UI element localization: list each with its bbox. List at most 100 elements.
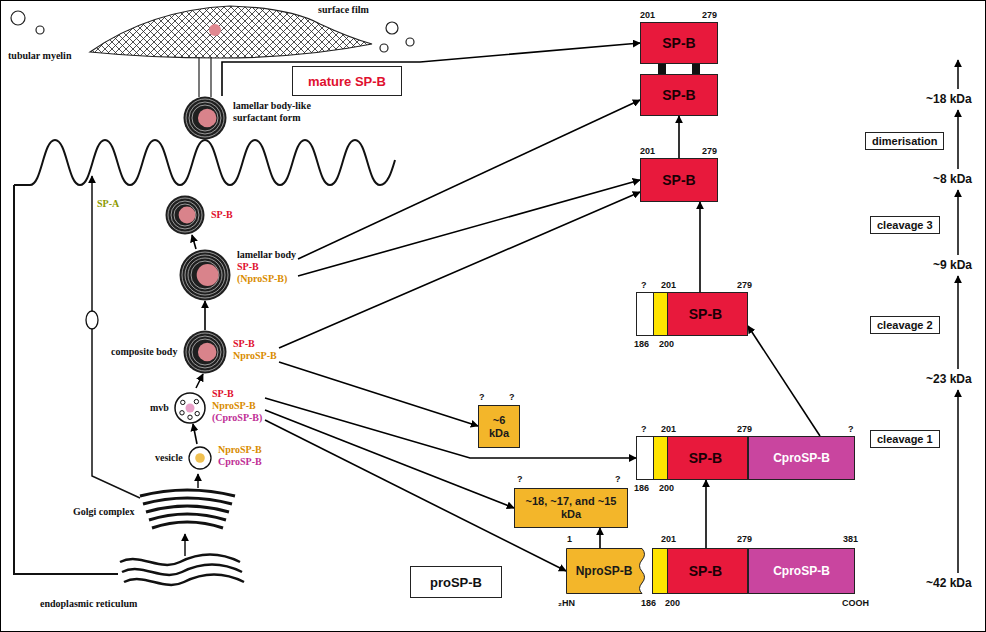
peptide-box: SP-B xyxy=(640,74,718,116)
residue-number: 200 xyxy=(659,339,674,350)
transport-arrow xyxy=(184,534,186,556)
organelle-label: vesicle xyxy=(155,452,183,464)
residue-number: 186 xyxy=(634,483,649,494)
propeptide-segment: NproSP-B xyxy=(566,548,648,594)
myelin-spot xyxy=(209,24,221,36)
residue-number: 201 xyxy=(661,280,676,291)
residue-number: 200 xyxy=(665,598,680,609)
mass-label: ~23 kDa xyxy=(926,372,972,387)
protein-label: SP-A xyxy=(97,198,119,210)
flow-arrow xyxy=(705,480,707,548)
organelle-label: mvb xyxy=(150,402,169,414)
box-label: SP-B xyxy=(662,35,695,51)
step-box: cleavage 2 xyxy=(870,316,940,334)
box-label: SP-B xyxy=(662,87,695,103)
box-label: SP-B xyxy=(662,172,695,188)
organelle-drawing xyxy=(188,446,212,470)
box-label: mature SP-B xyxy=(308,74,386,89)
residue-number: 279 xyxy=(737,280,752,291)
residue-number: 201 xyxy=(661,424,676,435)
terminus-label: COOH xyxy=(842,598,869,609)
box-label: ~6 kDa xyxy=(483,414,515,440)
endoplasmic-reticulum xyxy=(120,555,244,585)
flow-arrow xyxy=(298,180,640,276)
residue-number: ? xyxy=(641,280,647,291)
organelle-node: SP-B xyxy=(165,195,235,235)
residue-number: 1 xyxy=(567,534,572,545)
transport-arrow xyxy=(197,474,199,488)
organelle-label: composite body xyxy=(111,346,177,358)
organelle-label: lamellar body-like surfactant form xyxy=(233,100,337,124)
propeptide-segment: CproSP-B xyxy=(748,436,855,480)
protein-label: NproSP-B xyxy=(233,350,277,362)
structure-label: surface film xyxy=(318,4,369,16)
residue-number: 186 xyxy=(641,598,656,609)
secretion-neck xyxy=(199,57,211,97)
box-label: CproSP-B xyxy=(773,451,830,465)
box-label: NproSP-B xyxy=(576,564,633,578)
label-column: NproSP-BCproSP-B xyxy=(218,444,262,468)
flow-arrow xyxy=(196,374,203,388)
protein-label: SP-B xyxy=(212,388,262,400)
organelle-node: composite bodySP-BNproSP-B xyxy=(183,330,279,374)
propeptide-segment: CproSP-B xyxy=(748,548,855,594)
organelle-drawing xyxy=(165,195,205,235)
organelle-label: SP-B xyxy=(211,209,233,221)
flow-arrow xyxy=(192,235,196,249)
organelle-node: vesicleNproSP-BCproSP-B xyxy=(188,444,264,470)
disulfide-bridge xyxy=(658,64,700,74)
sp-a-route xyxy=(92,176,140,498)
residue-number: 279 xyxy=(737,424,752,435)
box-label: CproSP-B xyxy=(773,564,830,578)
organelle-node: lamellar body-like surfactant form xyxy=(183,96,339,140)
protein-label: NproSP-B xyxy=(218,444,262,456)
residue-number: 201 xyxy=(661,534,676,545)
box-label: cleavage 3 xyxy=(877,219,933,231)
peptide-box: SP-B xyxy=(640,158,718,202)
box-label: cleavage 1 xyxy=(877,433,933,445)
box-label: SP-B xyxy=(689,306,722,322)
residue-number: 186 xyxy=(634,339,649,350)
structure-label: Golgi complex xyxy=(73,506,134,518)
box-label: SP-B xyxy=(689,450,722,466)
box-label: dimerisation xyxy=(872,135,937,147)
label-column: lamellar body-like surfactant form xyxy=(233,100,337,124)
residue-number: 200 xyxy=(659,483,674,494)
residue-number: ? xyxy=(641,424,647,435)
golgi-complex xyxy=(140,490,235,528)
flow-arrow xyxy=(699,202,701,292)
flow-arrow xyxy=(279,362,478,426)
mass-label: ~42 kDa xyxy=(926,576,972,591)
mass-label: ~9 kDa xyxy=(933,258,972,273)
flow-arrow xyxy=(193,424,197,444)
residue-number: 201 xyxy=(640,146,655,157)
residue-number: 279 xyxy=(702,10,717,21)
organelle-drawing xyxy=(174,392,206,424)
peptide-segment: SP-B xyxy=(636,292,748,336)
flow-arrow xyxy=(748,326,820,436)
organelle-node: lamellar bodySP-B(NproSP-B) xyxy=(179,249,298,301)
terminus-label: ₂HN xyxy=(558,598,575,609)
step-box: dimerisation xyxy=(865,132,944,150)
fragment-box: ~6 kDa xyxy=(478,405,520,448)
protein-label: NproSP-B xyxy=(212,400,262,412)
sp-a-vesicle xyxy=(86,311,98,329)
residue-number: ? xyxy=(848,424,854,435)
mass-arrow xyxy=(957,60,959,573)
protein-label: (CproSP-B) xyxy=(212,412,262,424)
residue-number: 201 xyxy=(640,10,655,21)
organelle-label: lamellar body xyxy=(237,249,296,261)
flow-arrow xyxy=(298,100,640,259)
protein-label: CproSP-B xyxy=(218,456,262,468)
residue-number: ? xyxy=(479,392,485,403)
organelle-drawing xyxy=(183,330,227,374)
box-label: proSP-B xyxy=(430,575,482,590)
label-column: SP-B xyxy=(211,209,233,221)
peptide-box: SP-B xyxy=(640,22,718,64)
label-column: lamellar bodySP-B(NproSP-B) xyxy=(237,249,296,285)
protein-label: SP-B xyxy=(233,338,277,350)
organelle-node: mvbSP-BNproSP-B(CproSP-B) xyxy=(174,388,265,424)
